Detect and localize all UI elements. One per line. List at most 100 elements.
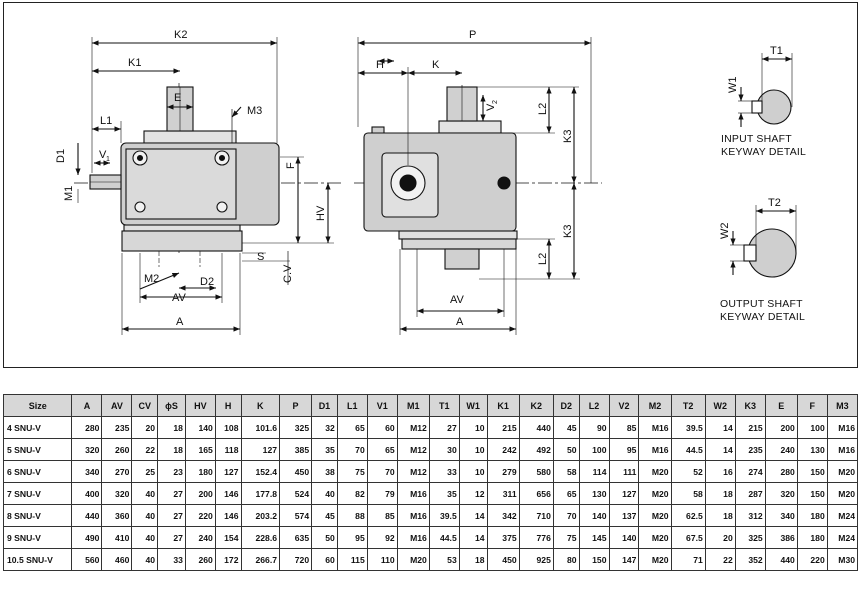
table-cell: 440: [518, 416, 554, 439]
label-W2: W2: [719, 223, 731, 240]
input-caption-line2: KEYWAY DETAIL: [721, 146, 806, 158]
table-cell: 266.7: [240, 548, 281, 571]
table-cell: 215: [734, 416, 766, 439]
table-cell: 177.8: [240, 482, 281, 505]
table-cell: 342: [486, 504, 520, 527]
table-cell: 140: [608, 526, 640, 549]
table-cell: 18: [704, 482, 736, 505]
table-cell: 23: [157, 460, 186, 483]
column-header: T1: [428, 394, 460, 417]
label-K: K: [432, 59, 440, 71]
table-cell: 18: [157, 416, 186, 439]
table-cell: 111: [608, 460, 640, 483]
size-cell: 4 SNU-V: [2, 416, 73, 439]
table-cell: 62.5: [670, 504, 706, 527]
table-cell: 352: [734, 548, 766, 571]
table-cell: 137: [608, 504, 640, 527]
column-header: A: [71, 394, 103, 417]
table-cell: 35: [311, 438, 338, 461]
table-cell: 228.6: [240, 526, 281, 549]
table-cell: M16: [396, 526, 430, 549]
column-header: HV: [184, 394, 216, 417]
table-cell: M20: [638, 482, 672, 505]
label-L1: L1: [100, 115, 112, 127]
table-cell: 100: [796, 416, 828, 439]
input-caption-line1: INPUT SHAFT: [721, 133, 792, 145]
table-cell: 40: [131, 548, 159, 571]
column-header: K2: [518, 394, 554, 417]
label-CV: C.V: [282, 264, 294, 283]
table-cell: 220: [184, 504, 216, 527]
table-cell: 360: [101, 504, 133, 527]
label-H: H: [376, 59, 384, 71]
table-cell: 340: [71, 460, 103, 483]
table-cell: 574: [279, 504, 313, 527]
table-cell: 38: [311, 460, 338, 483]
table-cell: M16: [396, 482, 430, 505]
label-M1: M1: [63, 186, 75, 201]
table-cell: 215: [486, 416, 520, 439]
table-cell: 260: [101, 438, 133, 461]
table-cell: 67.5: [670, 526, 706, 549]
table-cell: 490: [71, 526, 103, 549]
table-cell: 325: [279, 416, 313, 439]
table-cell: M20: [638, 504, 672, 527]
table-cell: 95: [608, 438, 640, 461]
table-cell: 90: [578, 416, 610, 439]
table-cell: 154: [214, 526, 242, 549]
column-header: H: [214, 394, 242, 417]
label-AV-side: AV: [450, 294, 465, 306]
table-cell: 118: [214, 438, 242, 461]
table-cell: 58: [552, 460, 580, 483]
table-cell: 10: [458, 460, 488, 483]
gearbox-drawing: K2 K1 E M3 L1 D1 V 1 M1 F HV S C.V M2 D2…: [55, 29, 806, 335]
table-cell: 287: [734, 482, 766, 505]
table-cell: 45: [552, 416, 580, 439]
label-L2-top: L2: [537, 103, 549, 115]
table-cell: 108: [214, 416, 242, 439]
table-cell: 18: [704, 504, 736, 527]
table-cell: 44.5: [428, 526, 460, 549]
table-cell: 145: [578, 526, 610, 549]
input-shaft-keyway-detail: T1 W1 INPUT SHAFT KEYWAY DETAIL: [721, 45, 806, 158]
label-M3: M3: [247, 105, 262, 117]
label-F: F: [285, 162, 297, 169]
table-cell: 114: [578, 460, 610, 483]
column-header: D2: [552, 394, 580, 417]
table-cell: 75: [552, 526, 580, 549]
table-cell: 146: [214, 482, 242, 505]
table-cell: 53: [428, 548, 460, 571]
table-cell: 10: [458, 416, 488, 439]
table-cell: 270: [101, 460, 133, 483]
table-cell: 14: [704, 438, 736, 461]
label-V2: V: [485, 103, 497, 111]
table-cell: 180: [184, 460, 216, 483]
table-cell: 10: [458, 438, 488, 461]
column-header: Size: [2, 394, 73, 417]
table-cell: 20: [131, 416, 159, 439]
column-header: K1: [486, 394, 520, 417]
label-W1: W1: [727, 77, 739, 94]
table-cell: 140: [184, 416, 216, 439]
column-header: E: [764, 394, 798, 417]
table-cell: 27: [157, 526, 186, 549]
table-cell: 27: [157, 482, 186, 505]
label-V1: V: [99, 149, 107, 161]
table-cell: 92: [366, 526, 398, 549]
table-cell: 70: [366, 460, 398, 483]
table-cell: M16: [396, 504, 430, 527]
table-cell: 180: [796, 526, 828, 549]
table-cell: 32: [311, 416, 338, 439]
table-cell: 235: [734, 438, 766, 461]
label-K1: K1: [128, 57, 141, 69]
column-header: M3: [826, 394, 859, 417]
table-cell: 33: [428, 460, 460, 483]
column-header: P: [279, 394, 313, 417]
table-cell: 320: [764, 482, 798, 505]
table-cell: 460: [101, 548, 133, 571]
